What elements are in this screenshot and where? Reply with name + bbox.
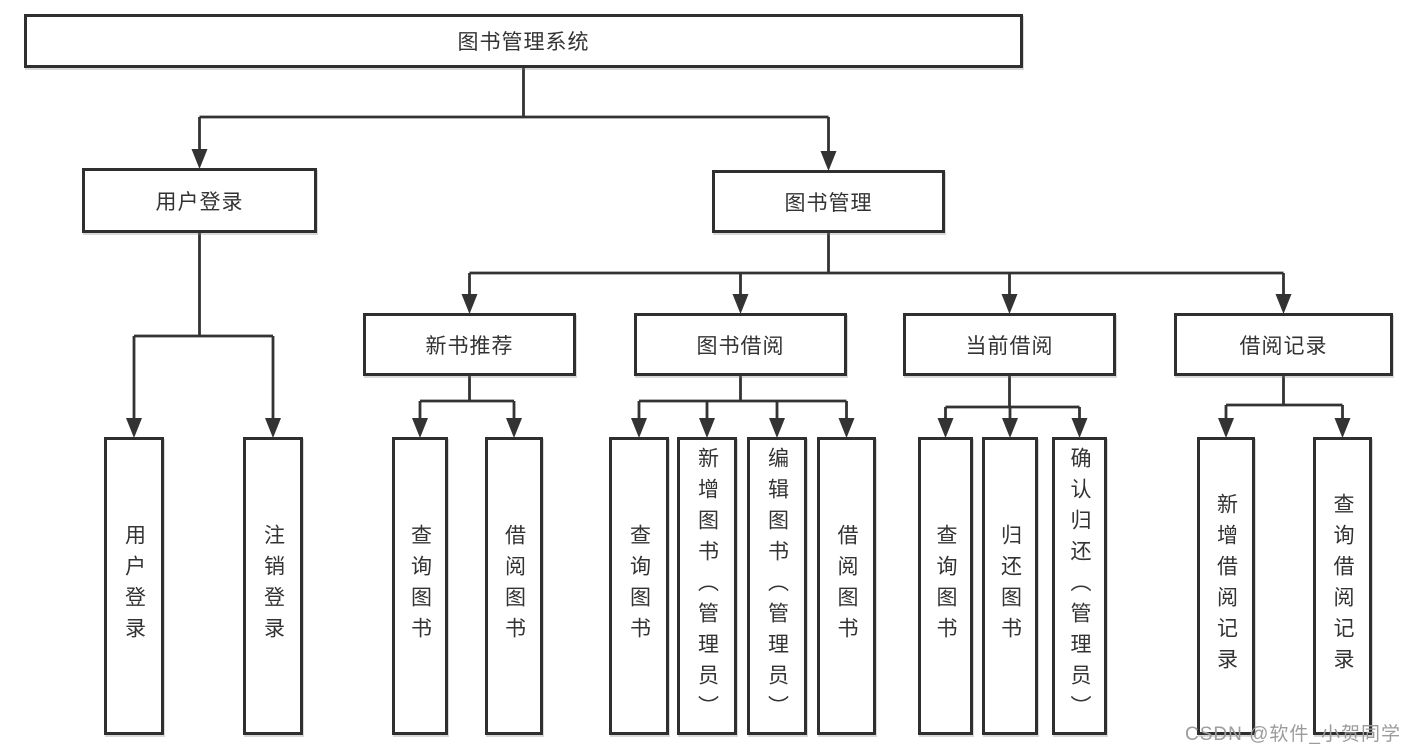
node-add-borrow-record: 新增借阅记录 [1197,437,1255,735]
node-confirm-return-admin: 确认归还（管理员） [1052,437,1107,735]
node-query-books-borrowing: 查询图书 [609,437,669,735]
node-new-book-recommendation: 新书推荐 [363,313,576,376]
node-book-management: 图书管理 [712,170,945,233]
node-add-books-admin: 新增图书（管理员） [677,437,737,735]
node-user-login: 用户登录 [82,168,317,233]
node-current-borrowing: 当前借阅 [903,313,1116,376]
node-query-books-recommend: 查询图书 [392,437,448,735]
node-logout-action: 注销登录 [243,437,303,735]
node-borrow-books-recommend: 借阅图书 [485,437,543,735]
node-query-books-current: 查询图书 [918,437,973,735]
node-book-borrowing: 图书借阅 [634,313,847,376]
node-user-login-action: 用户登录 [104,437,164,735]
node-edit-books-admin: 编辑图书（管理员） [747,437,807,735]
node-borrow-books-borrowing: 借阅图书 [817,437,876,735]
node-borrowing-records: 借阅记录 [1174,313,1393,376]
node-return-books: 归还图书 [982,437,1038,735]
node-query-borrow-record: 查询借阅记录 [1313,437,1372,735]
watermark: CSDN @软件_小贺同学 [1185,724,1401,745]
node-library-management-system: 图书管理系统 [24,14,1023,68]
